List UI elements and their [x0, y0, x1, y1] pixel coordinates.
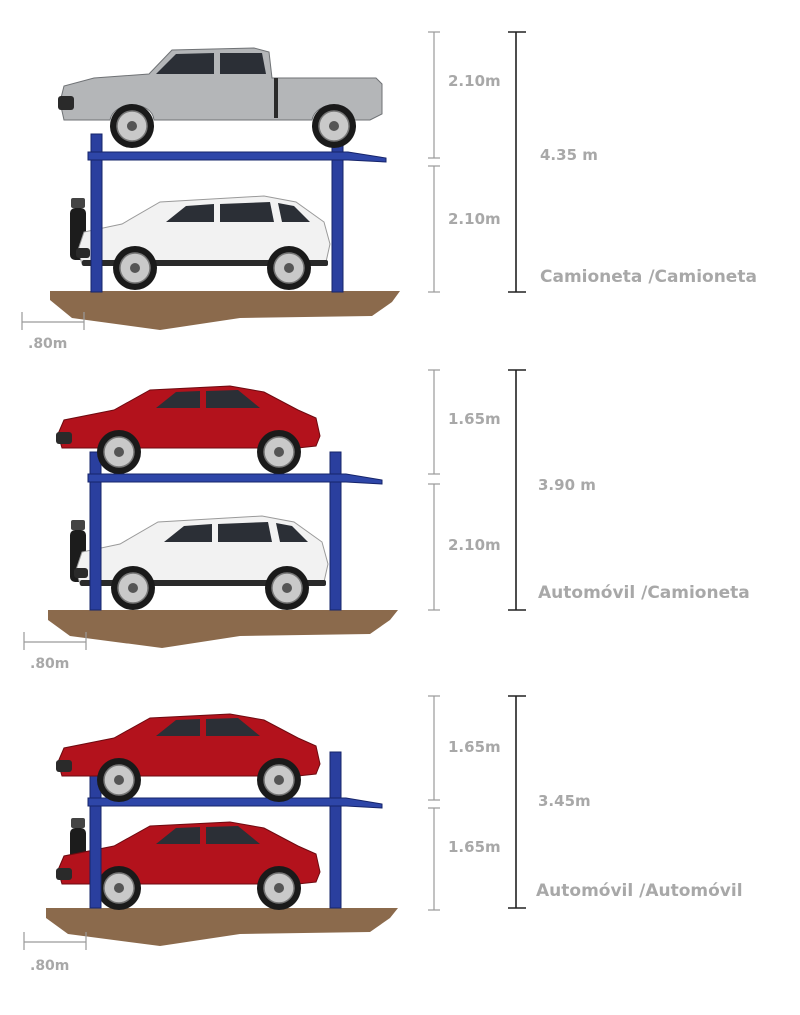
lift-post-right: [329, 451, 342, 611]
post-offset-ruler: [21, 312, 85, 330]
configuration-label: Automóvil /Camioneta: [538, 583, 750, 603]
configuration-label: Camioneta /Camioneta: [540, 267, 757, 287]
lower-vehicle-white-suv: [76, 196, 330, 290]
post-offset-ruler: [23, 932, 87, 950]
section-automovil-automovil: 1.65m 1.65m 3.45m Automóvil /Automóvil .…: [23, 695, 743, 974]
section-camioneta-camioneta: 2.10m 2.10m 4.35 m Camioneta /Camioneta …: [21, 31, 757, 352]
upper-height-label: 1.65m: [448, 738, 501, 756]
ground-slab: [48, 610, 398, 648]
post-offset-label: .80m: [30, 958, 69, 974]
height-ruler-total: [508, 369, 526, 611]
upper-vehicle-pickup-truck: [58, 48, 382, 148]
height-ruler-lower: [428, 483, 440, 611]
section-automovil-camioneta: 1.65m 2.10m 3.90 m Automóvil /Camioneta …: [23, 369, 750, 672]
lift-platform: [87, 797, 383, 809]
height-ruler-total: [508, 31, 526, 293]
lift-post-right: [329, 751, 342, 909]
post-offset-label: .80m: [30, 656, 69, 672]
total-height-label: 3.90 m: [538, 476, 596, 494]
lift-platform: [87, 151, 387, 163]
height-ruler-upper: [428, 31, 440, 159]
height-ruler-upper: [428, 695, 440, 801]
lower-vehicle-white-suv: [74, 516, 328, 610]
lift-post-left: [89, 451, 102, 611]
upper-height-label: 1.65m: [448, 410, 501, 428]
configuration-label: Automóvil /Automóvil: [536, 881, 743, 901]
height-ruler-upper: [428, 369, 440, 475]
lower-height-label: 2.10m: [448, 536, 501, 554]
height-ruler-total: [508, 695, 526, 909]
height-ruler-lower: [428, 807, 440, 911]
lower-height-label: 2.10m: [448, 210, 501, 228]
post-offset-ruler: [23, 632, 87, 650]
ground-slab: [46, 908, 398, 946]
total-height-label: 4.35 m: [540, 146, 598, 164]
ground-slab: [50, 291, 400, 330]
lift-platform: [87, 473, 383, 485]
total-height-label: 3.45m: [538, 792, 591, 810]
height-ruler-lower: [428, 165, 440, 293]
lower-height-label: 1.65m: [448, 838, 501, 856]
lift-post-left: [90, 133, 103, 293]
upper-height-label: 2.10m: [448, 72, 501, 90]
post-offset-label: .80m: [28, 336, 67, 352]
